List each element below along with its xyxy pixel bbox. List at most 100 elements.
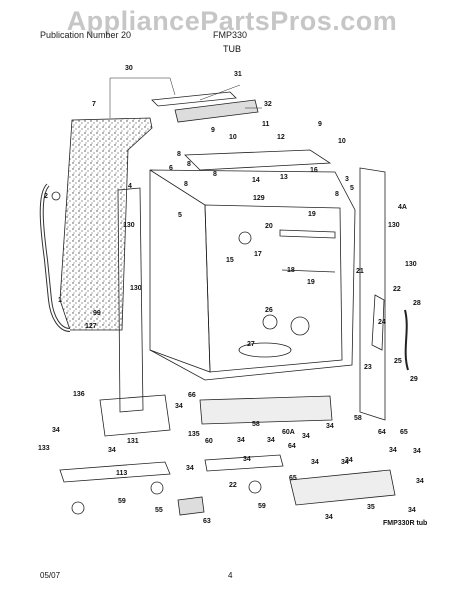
part-callout-5: 5 <box>350 185 354 192</box>
part-callout-64: 64 <box>288 443 296 450</box>
hose-clamp <box>51 191 61 201</box>
part-callout-16: 16 <box>310 167 318 174</box>
part-callout-131: 131 <box>127 438 139 445</box>
footer-date: 05/07 <box>40 571 61 580</box>
insulation-blanket <box>59 117 153 331</box>
part-callout-60A: 60A <box>282 429 295 436</box>
part-callout-133: 133 <box>38 445 50 452</box>
part-callout-9: 9 <box>318 121 322 128</box>
part-callout-21: 21 <box>356 268 364 275</box>
part-callout-59: 59 <box>258 503 266 510</box>
part-callout-66: 66 <box>188 392 196 399</box>
part-callout-17: 17 <box>254 251 262 258</box>
part-callout-136: 136 <box>73 391 85 398</box>
part-callout-130: 130 <box>405 261 417 268</box>
part-callout-22: 22 <box>229 482 237 489</box>
part-callout-65: 65 <box>289 475 297 482</box>
part-callout-34: 34 <box>237 437 245 444</box>
rear-wheel-left <box>71 501 85 515</box>
part-callout-34: 34 <box>325 514 333 521</box>
rear-wheel-right <box>150 481 164 495</box>
part-callout-6: 6 <box>169 165 173 172</box>
part-callout-34: 34 <box>341 459 349 466</box>
part-callout-127: 127 <box>85 323 97 330</box>
rack-rail <box>279 229 336 239</box>
part-callout-34: 34 <box>413 448 421 455</box>
part-callout-34: 34 <box>326 423 334 430</box>
part-callout-135: 135 <box>188 431 200 438</box>
sump-gasket <box>238 231 252 245</box>
part-callout-23: 23 <box>364 364 372 371</box>
watermark: AppliancePartsPros.com <box>66 6 398 36</box>
part-callout-27: 27 <box>247 341 255 348</box>
section-title: TUB <box>223 44 241 54</box>
part-callout-4: 4 <box>128 183 132 190</box>
part-callout-34: 34 <box>52 427 60 434</box>
part-callout-8: 8 <box>184 181 188 188</box>
part-callout-58: 58 <box>252 421 260 428</box>
part-callout-34: 34 <box>311 459 319 466</box>
tub-left-wall <box>149 169 211 373</box>
part-callout-34: 34 <box>345 457 353 464</box>
part-callout-34: 34 <box>416 478 424 485</box>
part-callout-22: 22 <box>393 286 401 293</box>
left-side-frame <box>117 187 144 413</box>
tub-inner <box>204 204 343 373</box>
door-hinge-arm <box>404 309 409 371</box>
base-frame <box>99 394 171 437</box>
part-callout-8: 8 <box>213 171 217 178</box>
part-callout-3: 3 <box>345 176 349 183</box>
part-callout-58: 58 <box>354 415 362 422</box>
front-wheel <box>248 480 262 494</box>
part-callout-10: 10 <box>229 134 237 141</box>
part-callout-4A: 4A <box>398 204 407 211</box>
part-callout-34: 34 <box>108 447 116 454</box>
part-callout-12: 12 <box>277 134 285 141</box>
top-bracket <box>184 149 332 171</box>
part-callout-65: 65 <box>400 429 408 436</box>
part-callout-34: 34 <box>243 456 251 463</box>
part-callout-55: 55 <box>155 507 163 514</box>
part-callout-59: 59 <box>118 498 126 505</box>
part-callout-2: 2 <box>44 193 48 200</box>
part-callout-99: 99 <box>93 310 101 317</box>
part-callout-34: 34 <box>175 403 183 410</box>
part-callout-15: 15 <box>226 257 234 264</box>
leveling-rail <box>59 461 171 483</box>
part-callout-129: 129 <box>253 195 265 202</box>
page-number: 4 <box>228 571 233 580</box>
part-callout-13: 13 <box>280 174 288 181</box>
part-callout-31: 31 <box>234 71 242 78</box>
part-callout-34: 34 <box>389 447 397 454</box>
water-valve <box>177 496 205 516</box>
part-callout-63: 63 <box>203 518 211 525</box>
part-callout-8: 8 <box>335 191 339 198</box>
part-callout-113: 113 <box>116 470 127 477</box>
part-callout-60: 60 <box>205 438 213 445</box>
part-callout-34: 34 <box>408 507 416 514</box>
part-callout-25: 25 <box>394 358 402 365</box>
part-callout-9: 9 <box>211 127 215 134</box>
part-callout-34: 34 <box>267 437 275 444</box>
part-callout-32: 32 <box>264 101 272 108</box>
publication-number: Publication Number 20 <box>40 30 132 40</box>
part-callout-64: 64 <box>378 429 386 436</box>
lower-spray-arm <box>238 342 292 358</box>
part-callout-130: 130 <box>388 222 400 229</box>
part-callout-18: 18 <box>287 267 295 274</box>
top-pad <box>174 99 259 123</box>
front-panel <box>199 395 333 425</box>
model-number: FMP330 <box>213 30 248 40</box>
part-callout-24: 24 <box>378 319 386 326</box>
part-callout-34: 34 <box>186 465 194 472</box>
part-callout-8: 8 <box>177 151 181 158</box>
part-callout-35: 35 <box>367 504 375 511</box>
part-callout-34: 34 <box>302 433 310 440</box>
part-callout-29: 29 <box>410 376 418 383</box>
part-callout-28: 28 <box>413 300 421 307</box>
part-callout-7: 7 <box>92 101 96 108</box>
part-callout-5: 5 <box>178 212 182 219</box>
part-callout-130: 130 <box>130 285 142 292</box>
part-callout-20: 20 <box>265 223 273 230</box>
